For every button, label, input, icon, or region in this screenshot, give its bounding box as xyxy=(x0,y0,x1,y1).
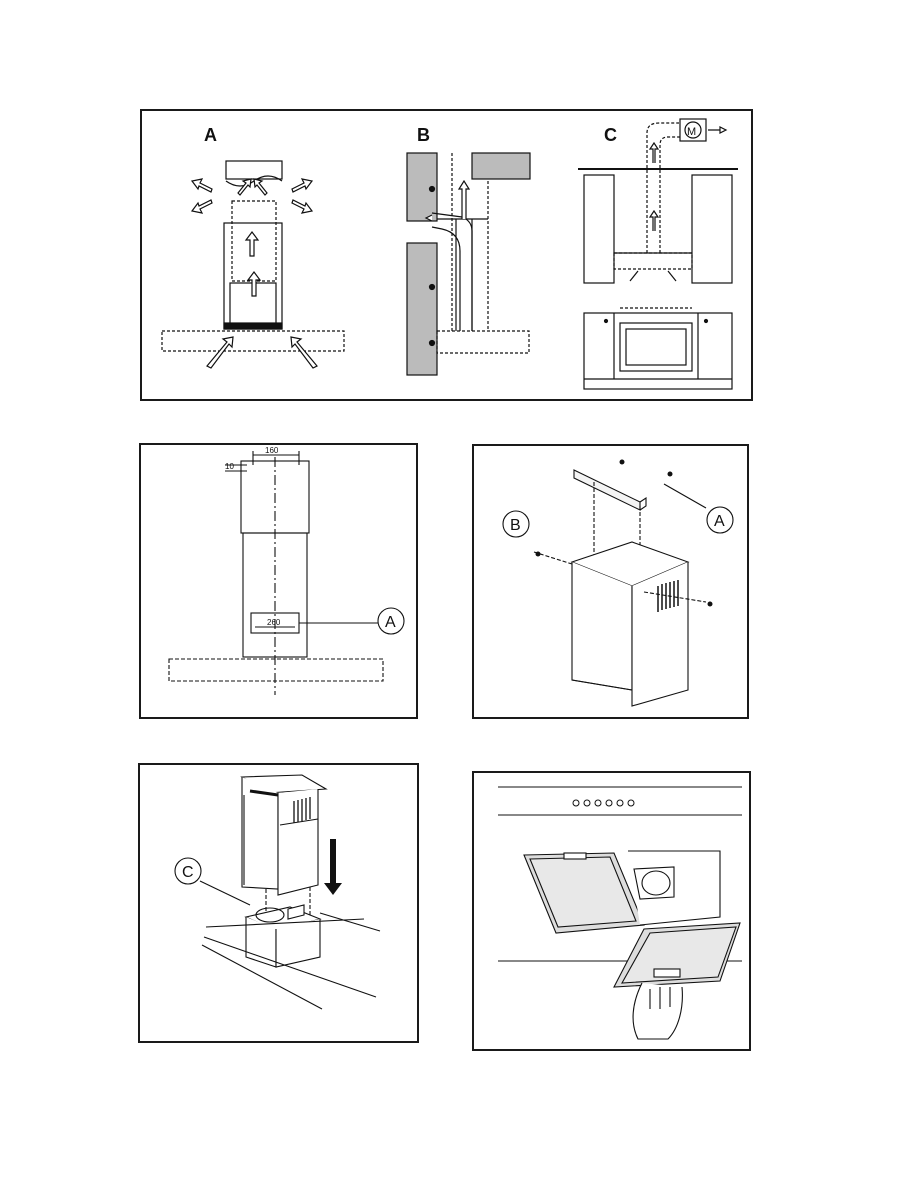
callout-c: C xyxy=(182,864,194,881)
install-drawing: C xyxy=(140,765,419,1043)
filter-panel xyxy=(472,771,751,1051)
assembly-panel: B A xyxy=(472,444,749,719)
motor-symbol: M xyxy=(687,126,696,138)
ventilation-modes-drawing: A B xyxy=(142,111,753,401)
ventilation-modes-panel: A B xyxy=(140,109,753,401)
label-c: C xyxy=(604,125,617,145)
label-a: A xyxy=(204,125,217,145)
callout-a-assembly: A xyxy=(714,513,725,530)
dimensions-panel: 160 10 260 A xyxy=(139,443,418,719)
callout-b: B xyxy=(510,517,521,534)
assembly-drawing: B A xyxy=(474,446,749,719)
callout-a: A xyxy=(385,614,396,631)
dim-top-width: 160 xyxy=(265,446,279,455)
filter-drawing xyxy=(474,773,751,1051)
dim-bottom-width: 260 xyxy=(267,618,281,627)
label-b: B xyxy=(417,125,430,145)
install-panel: C xyxy=(138,763,419,1043)
dim-top-offset: 10 xyxy=(225,462,234,471)
dimensions-drawing: 160 10 260 A xyxy=(141,445,418,719)
